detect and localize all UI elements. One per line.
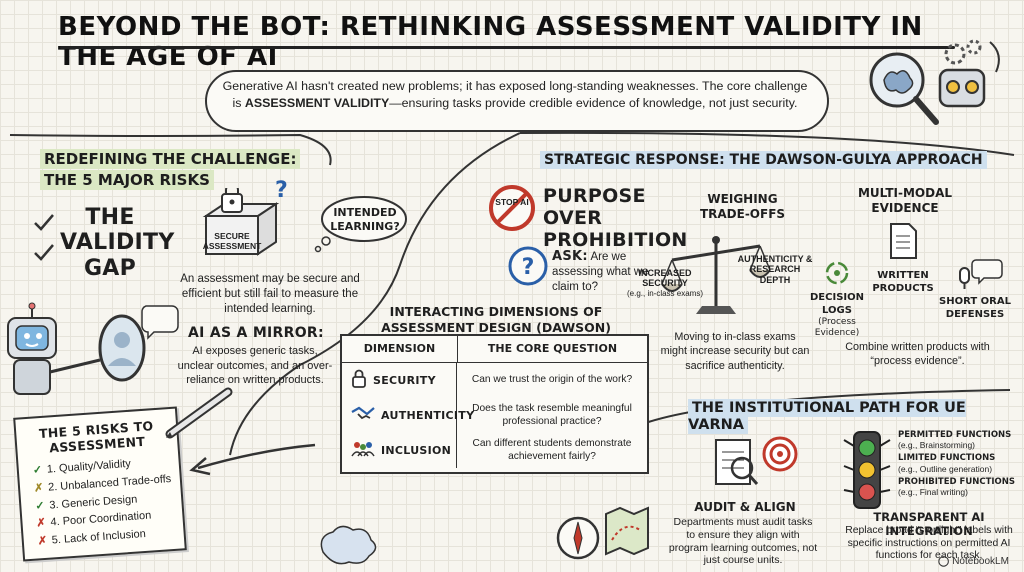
risk-mark-icon: ✓ [34,499,46,513]
question-circle-icon: ? [508,246,548,286]
table-row: SECURITY Can we trust the origin of the w… [342,363,647,398]
dimensions-table: DIMENSION THE CORE QUESTION SECURITY Can … [340,334,649,474]
written-products-label: WRITTEN PRODUCTS [872,270,934,294]
stoplight-example: (e.g., Outline generation) [898,463,993,474]
people-icon [350,439,376,462]
multimodal-heading: MULTI-MODAL EVIDENCE [857,186,952,215]
microphone-icon [959,259,1003,289]
secure-text: An assessment may be secure and efficien… [180,273,360,316]
brain-doodle-icon [320,525,377,565]
scale-right-label: AUTHENTICITY & RESEARCH DEPTH [737,254,813,285]
brand-logo: ◯ NotebookLM [938,556,1009,567]
stoplight-label: PERMITTED FUNCTIONS [898,430,1012,440]
intro-emphasis: ASSESSMENT VALIDITY [244,96,390,111]
oral-defenses-label: SHORT ORAL DEFENSES [939,296,1011,320]
svg-text:?: ? [522,255,535,280]
lock-icon [350,368,368,393]
risk-mark-icon: ✗ [37,535,48,548]
stop-ai-label: STOP AI [495,197,529,207]
table-body: SECURITY Can we trust the origin of the w… [342,363,647,468]
notebooklm-icon: ◯ [938,556,950,567]
audit-heading: AUDIT & ALIGN [694,500,796,514]
document-icon [890,223,917,259]
validity-gap-label: THE VALIDITY GAP [60,205,175,281]
question-mark-icon: ? [275,178,289,203]
robot-mirror-icon [7,302,179,395]
thought-bubble [314,196,407,253]
multimodal-text: Combine written products with “process e… [845,341,990,368]
risk-mark-icon: ✗ [36,517,47,530]
traffic-light-icon [843,431,891,509]
challenge-heading: REDEFINING THE CHALLENGE: THE 5 MAJOR RI… [40,149,301,190]
balance-scale-icon [661,236,771,314]
checkmark-icon [34,214,54,261]
transparent-heading: TRANSPARENT AI INTEGRATION [873,510,985,539]
table-title: INTERACTING DIMENSIONS OF ASSESSMENT DES… [381,304,611,335]
secure-assessment-label: SECURE ASSESSMENT [202,231,262,251]
risk-mark-icon: ✗ [33,481,44,495]
dimension-cell: AUTHENTICITY [342,398,474,433]
dimension-cell: INCLUSION [342,433,457,468]
audit-target-icon [715,436,798,485]
ai-magnifier-robot-icon [869,39,1000,125]
arrow-icon [189,443,316,476]
tradeoffs-heading: WEIGHING TRADE-OFFS [699,192,786,221]
table-header-question: THE CORE QUESTION [487,342,618,356]
ask-block: ASK: Are we assessing what we claim to? [552,249,649,294]
strategy-heading: STRATEGIC RESPONSE: THE DAWSON-GULYA APP… [540,151,987,169]
scale-left-label: INCREASED SECURITY (e.g., in-class exams… [626,268,704,298]
pen-icon [165,387,233,439]
dimension-label: AUTHENTICITY [381,409,475,422]
mirror-text: AI exposes generic tasks, unclear outcom… [177,345,333,387]
stoplight-item: LIMITED FUNCTIONS(e.g., Outline generati… [898,453,1023,473]
stoplight-example: (e.g., Brainstorming) [898,440,975,451]
question-cell: Can we trust the origin of the work? [471,374,633,386]
stoplight-label: PROHIBITED FUNCTIONS [898,476,1016,487]
audit-text: Departments must audit tasks to ensure t… [668,516,818,567]
page-title: BEYOND THE BOT: RETHINKING ASSESSMENT VA… [58,12,923,72]
dimension-label: SECURITY [373,374,436,387]
stop-ai-icon [489,185,535,231]
dimension-cell: SECURITY [342,363,457,398]
stoplight-item: PERMITTED FUNCTIONS(e.g., Brainstorming) [898,430,1023,450]
institution-heading: THE INSTITUTIONAL PATH FOR UE VARNA [688,399,966,435]
risks-title: THE 5 RISKS TO ASSESSMENT [38,418,154,456]
tradeoffs-text: Moving to in-class exams might increase … [660,331,810,372]
decision-logs-label: DECISION LOGS (Process Evidence) [810,292,864,339]
stoplight-label: LIMITED FUNCTIONS [898,453,996,464]
title-underline [60,46,955,49]
table-row: INCLUSION Can different students demonstr… [342,433,647,468]
transparent-text: Replace broad “stoplight” labels with sp… [845,525,1013,562]
question-cell: Can different students demonstrate achie… [472,438,632,462]
table-header-dimension: DIMENSION [342,336,458,362]
risk-list: ✓1. Quality/Validity✗2. Unbalanced Trade… [32,452,184,551]
mirror-heading: AI AS A MIRROR: [188,325,324,341]
risk-mark-icon: ✓ [32,464,43,477]
intended-learning-label: INTENDED LEARNING? [330,206,400,233]
secure-assessment-box-icon [202,188,280,256]
intro-cloud [205,70,829,132]
cycle-icon [825,261,849,285]
dimension-label: INCLUSION [381,444,452,457]
stoplight-item: PROHIBITED FUNCTIONS(e.g., Final writing… [898,477,1023,497]
stoplight-list: PERMITTED FUNCTIONS(e.g., Brainstorming)… [898,430,1023,500]
handshake-icon [350,404,376,427]
stoplight-example: (e.g., Final writing) [898,486,968,497]
question-cell: Does the task resemble meaningful profes… [472,403,632,427]
purpose-heading: PURPOSE OVER PROHIBITION [543,185,688,251]
intro-text: Generative AI hasn't created new problem… [222,79,808,111]
compass-map-icon [556,506,649,560]
